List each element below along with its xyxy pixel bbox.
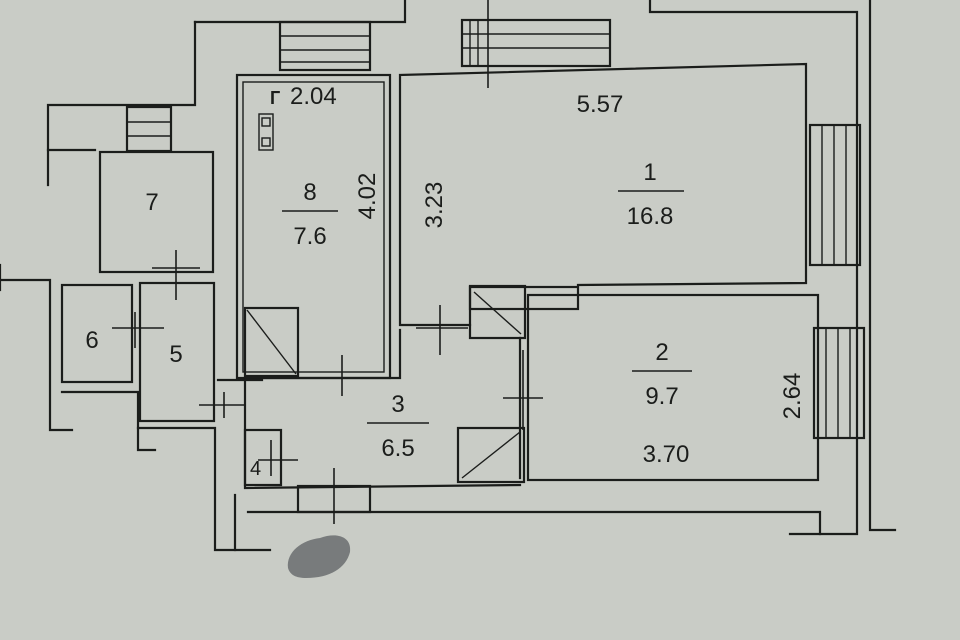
top-right-stair-block [460, 0, 612, 88]
svg-text:Г: Г [270, 88, 280, 108]
smudge-mark [287, 535, 351, 578]
room-8-depth-label: 4.02 [354, 173, 381, 220]
room-2: 2 9.7 3.70 2.64 [526, 293, 820, 482]
room-1-width-label: 5.57 [577, 91, 624, 118]
room-2-width-label: 3.70 [643, 441, 690, 468]
room-8-number: 8 [303, 179, 316, 206]
room-2-area: 9.7 [645, 383, 678, 410]
top-left-stair-block [278, 20, 372, 72]
outer-walls [0, 0, 897, 552]
room-3: 3 6.5 [199, 328, 526, 524]
room-8: Г 2.04 8 7.6 4.02 [235, 73, 392, 396]
room-7-number: 7 [145, 189, 158, 216]
room-1: 5.57 1 16.8 3.23 [398, 62, 808, 355]
room-7: 7 [98, 150, 215, 300]
room-8-area: 7.6 [293, 223, 326, 250]
room-1-area: 16.8 [627, 203, 674, 230]
room-6-number: 6 [85, 327, 98, 354]
gas-marker: Г [258, 88, 280, 151]
wardrobe [468, 284, 543, 480]
room-8-width-label: 2.04 [290, 83, 337, 110]
room-4-number: 4 [250, 458, 261, 480]
room-4: 4 [243, 428, 298, 487]
room-1-number: 1 [643, 159, 656, 186]
left-stair-block [125, 105, 173, 153]
room-6: 6 [60, 283, 164, 384]
room-2-depth-label: 2.64 [779, 373, 806, 420]
room-3-number: 3 [391, 391, 404, 418]
room-5-number: 5 [169, 341, 182, 368]
room-1-depth-label: 3.23 [421, 182, 448, 229]
right-window-lower [812, 326, 866, 440]
room-5: 5 [138, 281, 216, 423]
room-2-number: 2 [655, 339, 668, 366]
room-3-area: 6.5 [381, 435, 414, 462]
right-window-upper [808, 123, 862, 267]
